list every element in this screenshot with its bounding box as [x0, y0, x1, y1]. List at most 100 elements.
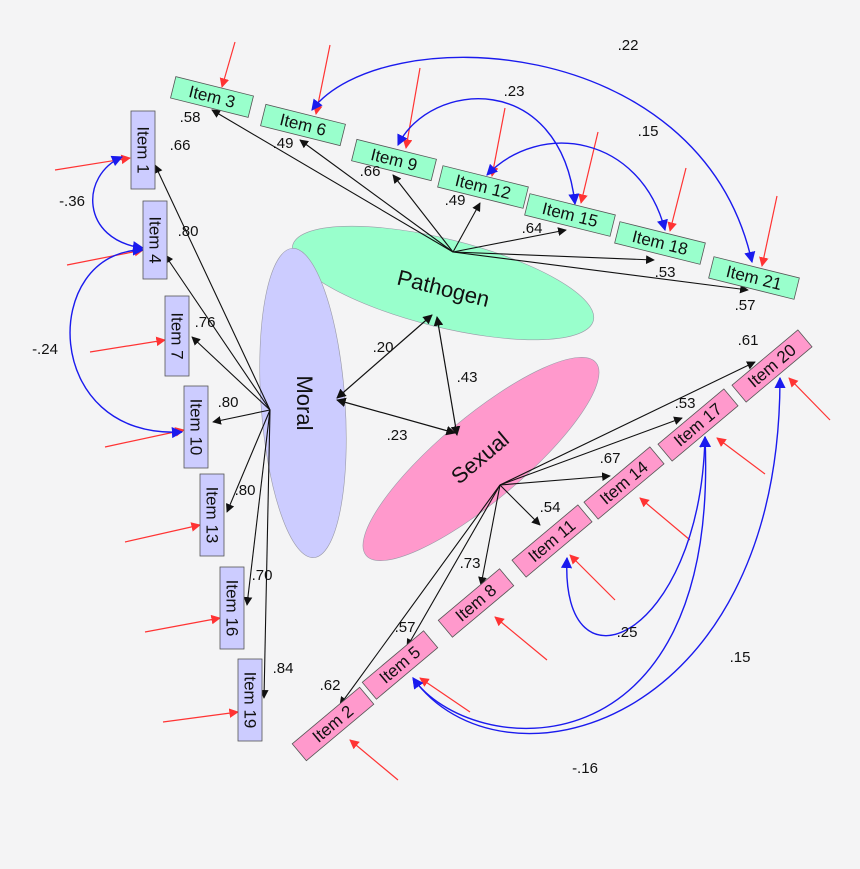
error-covariance-i5-i17: [412, 435, 712, 730]
error-covariance-i3-i21: [311, 56, 756, 264]
loading-value-i9: .66: [360, 163, 381, 180]
correlation-pathogen-moral-arrow: [336, 314, 433, 399]
loading-arrow-i7: [191, 336, 271, 411]
item-rect-i8: [437, 568, 515, 638]
item-box-i10: Item 10: [183, 385, 209, 469]
item-label-i19: Item 19: [241, 672, 260, 729]
error-covariance-i3-i21-value: .22: [618, 37, 639, 54]
loading-arrow-i19: [259, 409, 271, 699]
error-covariance-i6-i15-value: .23: [504, 83, 525, 100]
error-covariance-i1-i4: [92, 155, 145, 253]
item-label-i11: Item 11: [525, 516, 580, 566]
item-box-i21: Item 21: [708, 256, 800, 300]
item-box-i1: Item 1: [130, 110, 156, 190]
error-arrow-i18: [667, 167, 687, 232]
loading-value-i11: .54: [540, 499, 561, 516]
error-covariance-i5-i20: [412, 376, 786, 735]
item-rect-i6: [260, 103, 346, 147]
loading-value-i4: .80: [178, 223, 199, 240]
loading-value-i12: .49: [445, 192, 466, 209]
error-covariance-i12-i18: [486, 142, 668, 232]
item-box-i7: Item 7: [164, 295, 190, 377]
error-arrow-i4: [66, 246, 144, 266]
error-covariance-i5-i20-value: .15: [730, 649, 751, 666]
item-rect-i19: [237, 658, 263, 742]
error-covariance-i4-i10: [69, 244, 184, 439]
loading-arrow-i13: [226, 409, 271, 513]
loading-arrow-i1: [154, 164, 271, 411]
error-arrow-i8: [494, 616, 548, 661]
loading-value-i14: .67: [600, 450, 621, 467]
error-arrow-i1: [54, 154, 131, 171]
item-label-i10: Item 10: [187, 399, 206, 456]
item-rect-i3: [170, 76, 254, 118]
loading-value-i2: .62: [320, 677, 341, 694]
item-rect-i9: [351, 138, 437, 182]
error-arrow-i17: [716, 437, 766, 475]
loading-value-i15: .64: [522, 220, 543, 237]
loading-value-i10: .80: [218, 394, 239, 411]
error-arrow-i20: [788, 377, 831, 421]
loading-value-i8: .73: [460, 555, 481, 572]
item-label-i1: Item 1: [134, 126, 153, 173]
error-covariance-i12-i18-value: .15: [638, 123, 659, 140]
error-arrow-i13: [124, 522, 201, 543]
item-rect-i16: [219, 566, 245, 650]
item-rect-i18: [614, 221, 706, 265]
loading-value-i6: .49: [273, 135, 294, 152]
error-covariance-i1-i4-value: -.36: [59, 193, 85, 210]
item-box-i17: Item 17: [657, 388, 739, 462]
item-box-i5: Item 5: [361, 630, 439, 700]
loading-value-i20: .61: [738, 332, 759, 349]
loading-value-i1: .66: [170, 137, 191, 154]
error-arrow-i14: [639, 497, 691, 541]
item-rect-i15: [524, 193, 616, 237]
error-arrow-i9: [402, 67, 421, 149]
item-rect-i10: [183, 385, 209, 469]
loading-value-i21: .57: [735, 297, 756, 314]
loading-value-i16: .70: [252, 567, 273, 584]
error-arrow-i16: [144, 614, 221, 633]
error-arrow-i12: [488, 107, 506, 177]
error-arrow-i2: [349, 739, 399, 781]
item-box-i8: Item 8: [437, 568, 515, 638]
loading-arrow-i15: [452, 227, 567, 253]
correlation-moral-sexual-value: .23: [387, 427, 408, 444]
loading-value-i19: .84: [273, 660, 294, 677]
error-arrow-i3: [219, 41, 236, 88]
error-arrow-i15: [578, 131, 599, 204]
correlation-pathogen-sexual-arrow: [433, 316, 461, 436]
loading-arrow-i16: [243, 409, 271, 606]
error-arrow-i11: [569, 554, 616, 601]
error-arrow-i21: [759, 195, 778, 267]
item-rect-i13: [199, 473, 225, 557]
item-rect-i14: [583, 446, 665, 520]
loading-value-i18: .53: [655, 264, 676, 281]
item-label-i16: Item 16: [223, 580, 242, 637]
item-label-i13: Item 13: [203, 487, 222, 544]
item-rect-i11: [511, 504, 593, 578]
loading-value-i13: .80: [235, 482, 256, 499]
correlation-pathogen-sexual-value: .43: [457, 369, 478, 386]
item-rect-i2: [291, 686, 375, 762]
loading-arrow-i11: [499, 484, 541, 526]
item-label-i7: Item 7: [168, 312, 187, 359]
loading-value-i17: .53: [675, 395, 696, 412]
error-covariance-i5-i17-value: -.16: [572, 760, 598, 777]
correlation-pathogen-moral-value: .20: [373, 339, 394, 356]
error-covariance-i6-i15: [397, 98, 580, 206]
item-box-i9: Item 9: [351, 138, 437, 182]
error-arrow-i7: [89, 336, 166, 353]
item-rect-i20: [731, 329, 813, 403]
item-rect-i17: [657, 388, 739, 462]
item-rect-i1: [130, 110, 156, 190]
loading-value-i3: .58: [180, 109, 201, 126]
item-label-i4: Item 4: [146, 216, 165, 263]
item-rect-i12: [437, 165, 529, 209]
item-box-i4: Item 4: [142, 200, 168, 280]
item-rect-i21: [708, 256, 800, 300]
loading-value-i7: .76: [195, 314, 216, 331]
item-box-i16: Item 16: [219, 566, 245, 650]
factor-moral-label: Moral: [292, 375, 317, 430]
item-rect-i4: [142, 200, 168, 280]
